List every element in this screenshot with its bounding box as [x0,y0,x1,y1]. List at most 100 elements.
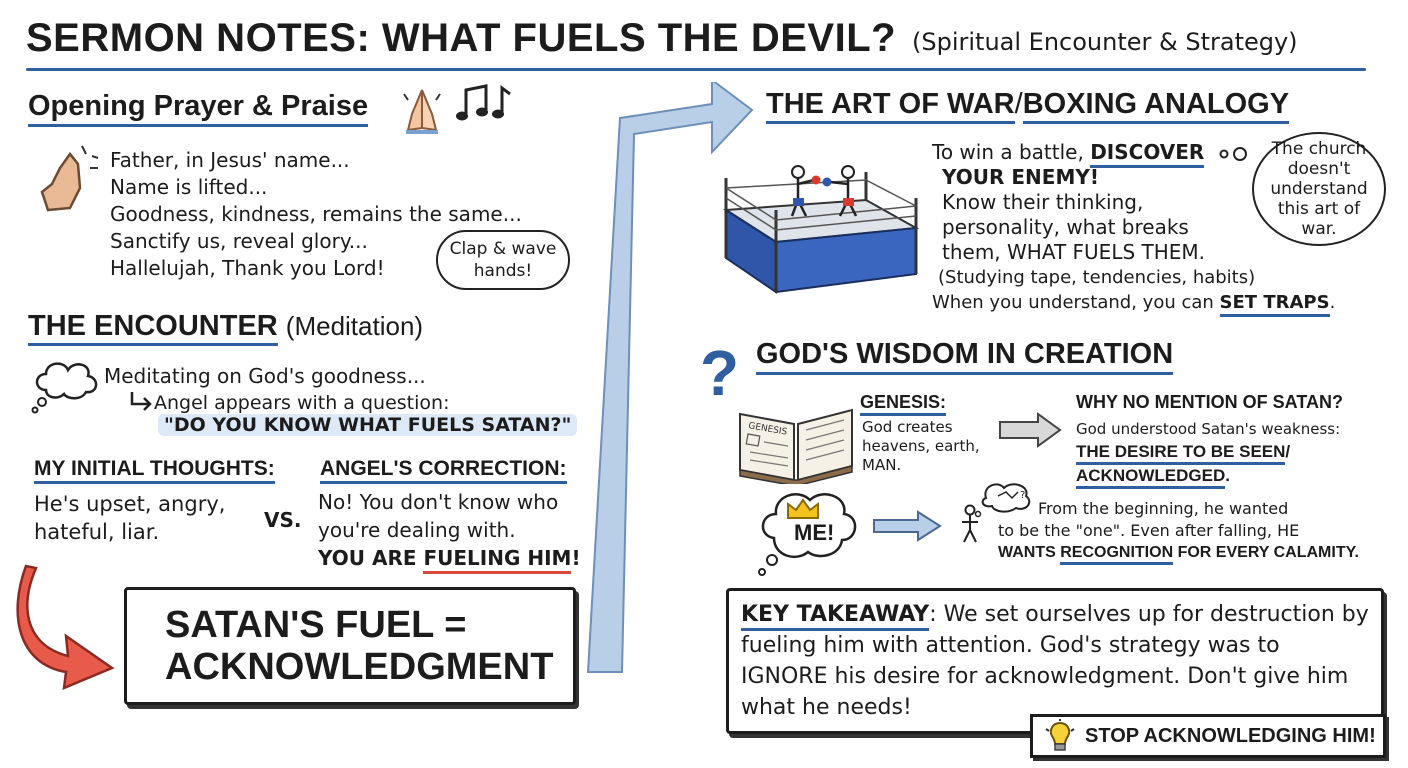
correction-end: ! [571,546,581,570]
versus-label: VS. [264,508,302,532]
set-traps-text: SET TRAPS [1219,292,1330,317]
correction-text: No! You don't know who you're dealing wi… [318,488,581,574]
angel-question-text: "DO YOU KNOW WHAT FUELS SATAN?" [158,414,578,436]
big-blue-arrow-icon [586,82,754,673]
recognition-end: FOR EVERY CALAMITY. [1177,544,1359,561]
page-title: SERMON NOTES: WHAT FUELS THE DEVIL? [26,16,897,60]
war-line: Know their thinking, [942,190,1144,214]
stop-acknowledging-box: STOP ACKNOWLEDGING HIM! [1030,714,1386,758]
genesis-line: heavens, earth, [862,437,980,455]
fueling-him-text: FUELING HIM [423,546,572,574]
war-line: them, WHAT FUELS THEM. [942,240,1206,264]
praying-hand-side-icon [40,145,99,212]
opening-section-title: Opening Prayer & Praise [28,90,369,127]
desire-slash: / [1285,442,1291,461]
music-notes-icon [456,84,511,121]
initial-thoughts-label: MY INITIAL THOUGHTS: [34,457,275,484]
genesis-title: GENESIS: [860,392,947,416]
initial-thoughts-text: He's upset, angry, hateful, liar. [34,490,225,546]
why-title: WHY NO MENTION OF SATAN? [1076,392,1343,412]
right-arrow-icon [873,510,942,542]
key-takeaway-label: KEY TAKEAWAY [741,602,930,631]
me-thought-bubble-icon [758,493,857,576]
recognition-line: WANTS RECOGNITION FOR EVERY CALAMITY. [998,542,1359,565]
war-title-slash: / [1014,88,1023,120]
thoughts-line: hateful, liar. [34,520,160,544]
encounter-line-2: Angel appears with a question: [154,392,450,414]
war-text: To win a battle, DISCOVER YOUR ENEMY! Kn… [932,140,1336,317]
prayer-line: Sanctify us, reveal glory... [110,229,368,253]
stop-acknowledging-text: STOP ACKNOWLEDGING HIM! [1085,724,1376,747]
discover-text: DISCOVER [1090,140,1205,168]
genesis-label: GENESIS: [860,392,947,416]
me-bubble-text: ME! [794,520,835,545]
crown-icon [787,498,819,519]
initial-thoughts-title: MY INITIAL THOUGHTS: [34,457,275,484]
desire-text: THE DESIRE TO BE SEEN/ ACKNOWLEDGED. [1076,440,1291,489]
acknowledged-end: . [1225,466,1230,485]
beginning-text: From the beginning, he wanted to be the … [998,498,1359,565]
why-text: God understood Satan's weakness: [1076,420,1341,438]
genesis-text: God creates heavens, earth, MAN. [862,418,980,475]
question-mark-icon: ? [700,337,740,409]
war-line: personality, what breaks [942,215,1189,239]
traps-lead: When you understand, you can [932,292,1214,313]
opening-prayer-lines: Father, in Jesus' name... Name is lifted… [110,147,522,282]
genesis-line: MAN. [862,456,902,474]
recognition-lead: WANTS [998,544,1056,561]
fuel-line-1: SATAN'S FUEL = [165,604,467,646]
genesis-line: God creates [862,418,953,436]
key-takeaway-text: : We set ourselves up for destruction by… [741,602,1369,720]
correction-line: you're dealing with. [318,518,516,542]
war-title-a: THE ART OF WAR [766,88,1015,124]
acknowledged-text: ACKNOWLEDGED [1076,466,1226,489]
war-title-b: BOXING ANALOGY [1022,88,1290,124]
prayer-line: Hallelujah, Thank you Lord! [110,256,385,280]
war-section-title: THE ART OF WAR/BOXING ANALOGY [766,88,1290,124]
church-bubble: The church doesn't understand this art o… [1252,132,1386,246]
correction-line: No! You don't know who [318,490,559,514]
return-arrow-icon [130,392,152,411]
prayer-line: Name is lifted... [110,175,268,199]
desire-seen-text: THE DESIRE TO BE SEEN [1076,442,1286,465]
thoughts-line: He's upset, angry, [34,492,226,516]
correction-lead: YOU ARE [318,546,417,570]
curved-red-arrow-icon [16,564,115,690]
correction-title: ANGEL'S CORRECTION: [320,457,567,484]
title-underline [26,68,1366,71]
war-line: (Studying tape, tendencies, habits) [938,267,1256,288]
encounter-title: THE ENCOUNTER [28,310,278,346]
key-takeaway-box: KEY TAKEAWAY: We set ourselves up for de… [726,588,1384,734]
clap-bubble: Clap & wave hands! [436,230,570,290]
right-arrow-icon [999,412,1062,448]
open-bible-icon: GENESIS [739,408,853,484]
angel-question: "DO YOU KNOW WHAT FUELS SATAN?" [158,414,578,436]
stick-figure-icon: ? [962,483,1031,543]
thought-cloud-icon [31,362,98,414]
page-subtitle: (Spiritual Encounter & Strategy) [912,28,1298,56]
praying-hands-icon [403,89,441,134]
acknowledged-line: ACKNOWLEDGED. [1076,464,1290,489]
recognition-text: RECOGNITION [1060,544,1174,565]
satans-fuel-box: SATAN'S FUEL = ACKNOWLEDGMENT [124,587,576,705]
prayer-line: Goodness, kindness, remains the same... [110,202,522,226]
war-lead: To win a battle, [932,140,1084,164]
bubble-trail-icon [1219,147,1247,161]
encounter-line-1: Meditating on God's goodness... [104,364,426,388]
war-line: To win a battle, DISCOVER [932,140,1335,168]
svg-text:?: ? [1020,490,1025,501]
correction-emphasis-line: YOU ARE FUELING HIM! [318,544,581,574]
beginning-line: From the beginning, he wanted [1038,499,1289,518]
lightbulb-icon [1045,719,1075,751]
encounter-section-title: THE ENCOUNTER (Meditation) [28,310,424,346]
beginning-line: to be the "one". Even after falling, HE [998,521,1300,540]
traps-end: . [1329,292,1336,313]
encounter-title-suffix: (Meditation) [285,311,424,341]
wisdom-section-title: GOD'S WISDOM IN CREATION [756,338,1174,375]
your-enemy-text: YOUR ENEMY! [942,165,1099,189]
fuel-line-2: ACKNOWLEDGMENT [165,646,554,688]
desire-line: THE DESIRE TO BE SEEN/ [1076,440,1291,465]
boxing-ring-icon [722,165,920,294]
war-traps-line: When you understand, you can SET TRAPS. [932,290,1336,317]
prayer-line: Father, in Jesus' name... [110,148,350,172]
